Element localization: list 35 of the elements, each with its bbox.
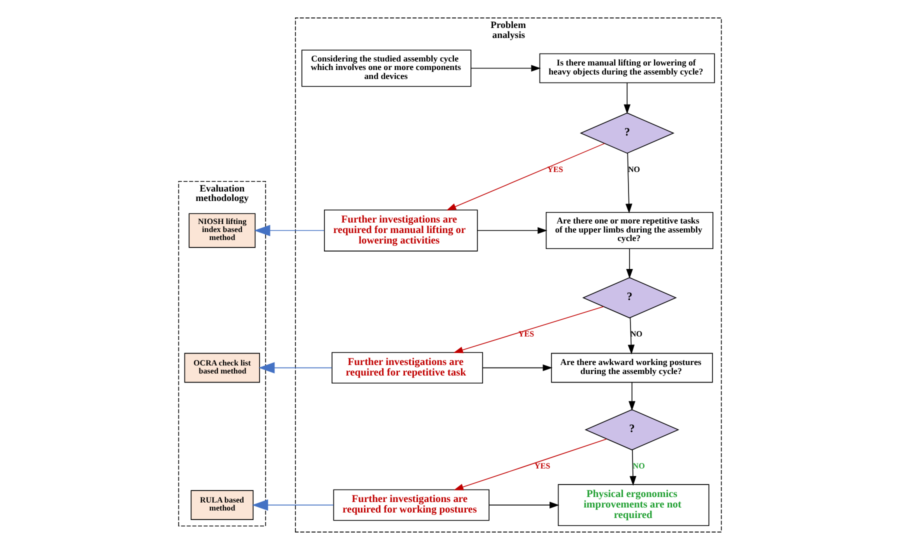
node-box: Is there manual lifting or lowering of heavy objects during the assembly cycle? [539,53,715,84]
arrow [258,362,332,374]
node-box: RULA based method [190,490,254,520]
node-box: Further investigations are required for working postures [333,489,490,521]
edge-label: NO [630,329,642,338]
edge-label: YES [518,329,534,338]
arrow [626,152,632,214]
node-box: OCRA check list based method [184,352,260,383]
arrow [477,227,548,234]
arrow [626,248,633,279]
edge-label: YES [534,461,550,470]
node-diamond: ? [584,409,680,450]
node-box: Are there awkward working postures during the assembly cycle? [551,352,713,383]
arrow [482,364,552,372]
node-box: Considering the studied assembly cycle which involves one or more components and devices [301,50,472,87]
node-box: NIOSH lifting index based method [188,213,256,248]
node-box: Further investigations are required for manual lifting or lowering activities [324,210,478,252]
node-diamond: ? [580,112,674,154]
node-diamond: ? [582,277,677,318]
arrow [454,438,608,490]
arrow [628,317,635,354]
arrow [628,382,636,411]
arrow [254,224,325,236]
node-box: Physical ergonomics improvements are not required [558,484,710,526]
arrow [470,64,541,72]
edge-label: NO [632,461,645,470]
arrow [488,502,560,508]
edge-label: YES [547,164,564,174]
arrow [446,143,606,210]
arrow [624,82,631,114]
node-box: Further investigations are required for repetitive task [332,352,484,384]
arrow [630,450,636,486]
arrow [453,306,604,354]
arrow [252,499,334,511]
node-box: Are there one or more repetitive tasks of the upper limbs during the assembly cycle? [546,212,714,250]
